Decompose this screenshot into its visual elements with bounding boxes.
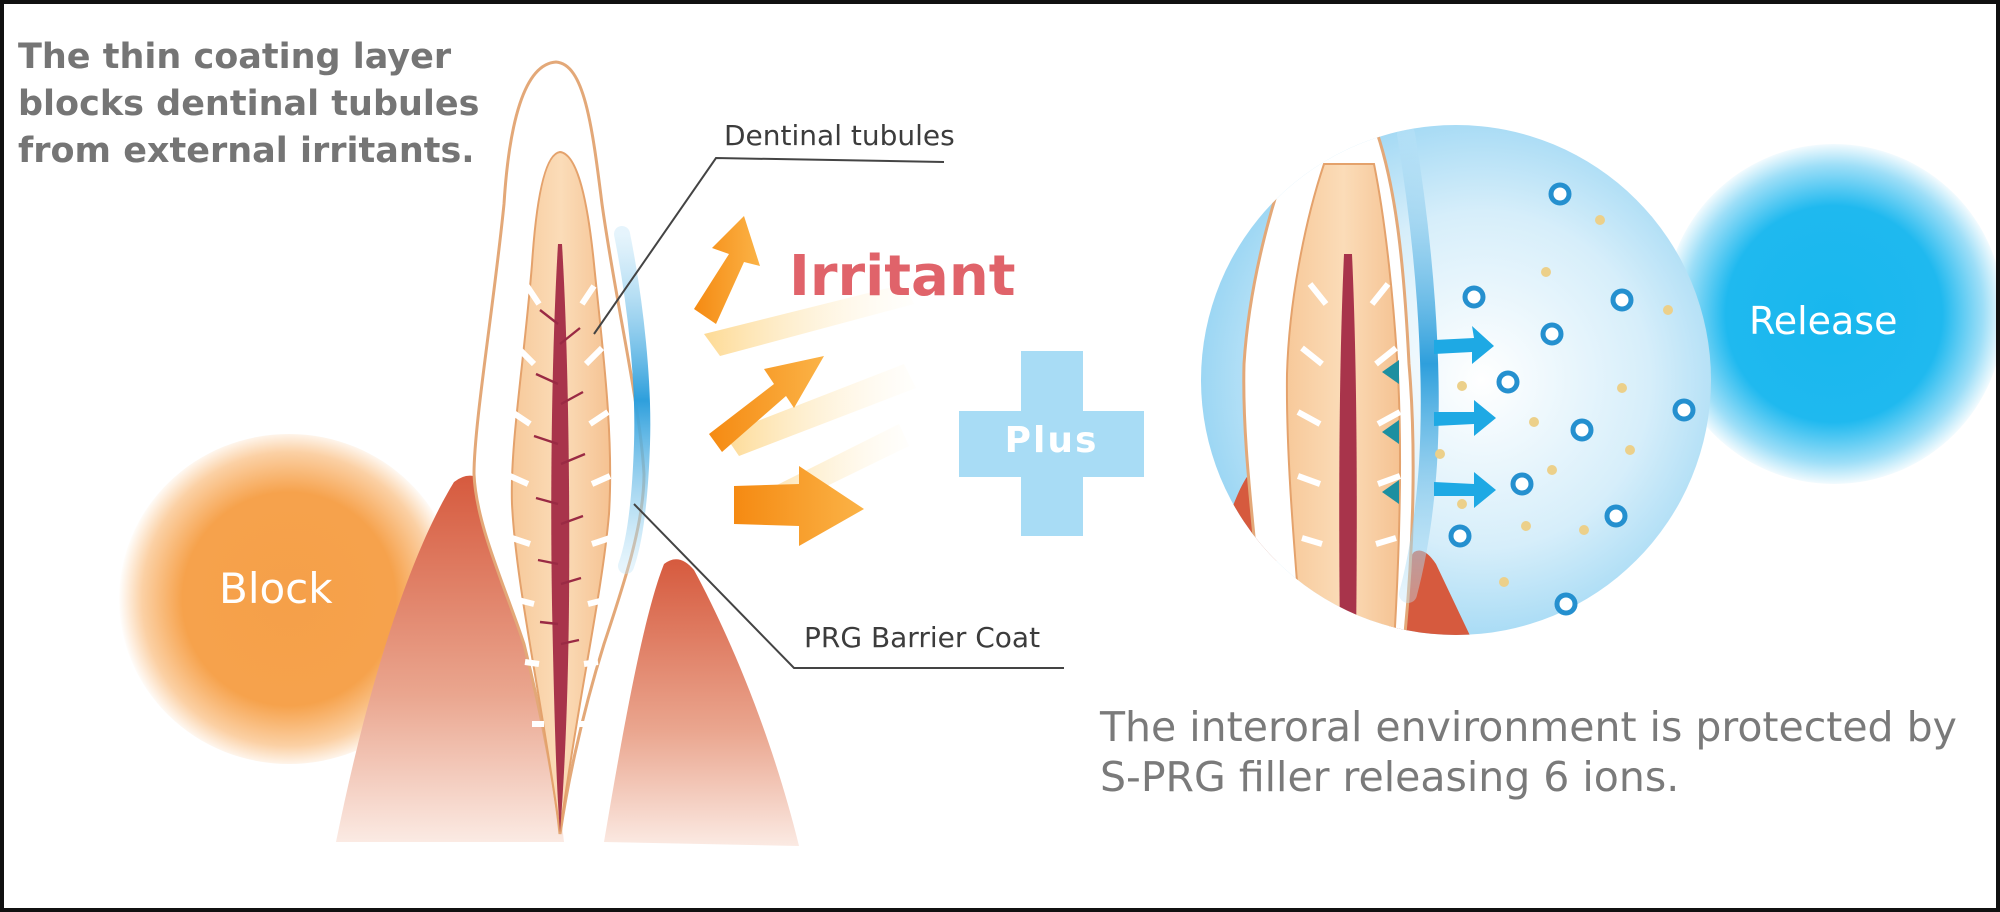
return-arrow-3	[1382, 480, 1399, 504]
plus-sign	[959, 351, 1144, 536]
nerve-branches	[533, 309, 586, 646]
label-block: Block	[219, 564, 333, 613]
magnified-sphere	[1201, 125, 1711, 635]
ion-return-arrows	[1382, 360, 1399, 504]
label-dentinal-tubules: Dentinal tubules	[724, 119, 955, 152]
barrier-leader-line	[633, 503, 1064, 669]
caption-release-description: The interoral environment is protected b…	[1100, 703, 1957, 801]
sphere-tubule-lines	[1296, 282, 1402, 547]
release-arrow-3	[1434, 472, 1496, 508]
return-arrow-1	[1382, 360, 1399, 384]
ion-particles	[1448, 182, 1696, 616]
tooth-cross-section	[336, 60, 799, 846]
irritant-arrow-middle	[709, 356, 824, 452]
label-release: Release	[1749, 299, 1898, 343]
release-arrow-1	[1434, 326, 1494, 364]
irritant-arrows	[694, 216, 916, 546]
sphere-barrier-coat	[1397, 125, 1439, 603]
filler-particles	[1435, 215, 1673, 587]
barrier-coat-layer	[614, 226, 651, 574]
label-prg-barrier-coat: PRG Barrier Coat	[804, 621, 1041, 654]
irritant-arrow-right	[734, 466, 864, 546]
irritant-streak-1	[704, 284, 914, 356]
return-arrow-2	[1382, 420, 1399, 444]
illustration-layer	[336, 60, 1711, 846]
pulp-nerve	[551, 244, 570, 832]
release-arrow-2	[1434, 400, 1496, 436]
sphere-pulp	[1339, 254, 1357, 635]
irritant-streak-2	[724, 364, 916, 456]
ion-release-arrows	[1434, 326, 1496, 508]
label-plus: Plus	[1004, 420, 1099, 461]
gum-right	[604, 559, 799, 846]
label-irritant: Irritant	[789, 244, 1016, 309]
tubules-leader-line	[593, 156, 945, 335]
irritant-arrow-up	[694, 216, 760, 324]
dentinal-tubule-lines	[508, 284, 612, 727]
release-glow	[1664, 144, 1996, 484]
plus-bar-vertical	[1021, 351, 1083, 536]
caption-block-description: The thin coating layer blocks dentinal t…	[18, 37, 480, 171]
